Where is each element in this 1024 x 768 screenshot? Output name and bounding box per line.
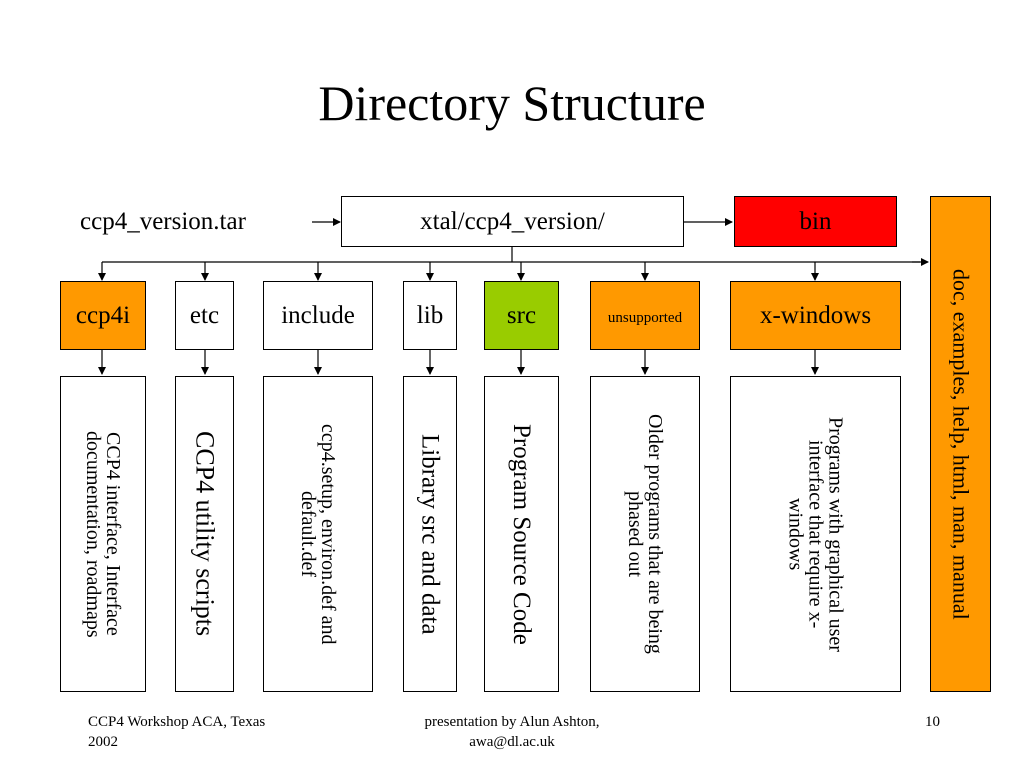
dir-lib-label: lib [416, 301, 444, 329]
root-dir-label: xtal/ccp4_version/ [420, 207, 605, 235]
dir-src-box: src [484, 281, 559, 350]
page-number: 10 [925, 714, 940, 730]
doc-dirs-label: doc, examples, help, html, man, manual [948, 268, 974, 620]
desc-src-text: Program Source Code [508, 423, 535, 645]
dir-unsupported-box: unsupported [590, 281, 700, 350]
footer-center: presentation by Alun Ashton, awa@dl.ac.u… [424, 714, 600, 750]
tar-label: ccp4_version.tar [80, 208, 246, 235]
desc-lib-text: Library src and data [416, 433, 444, 635]
desc-lib-box: Library src and data [403, 376, 457, 692]
dir-include-label: include [281, 301, 355, 329]
bin-box: bin [734, 196, 897, 247]
dir-include-box: include [263, 281, 373, 350]
dir-lib-box: lib [403, 281, 457, 350]
desc-x-windows-box: Programs with graphical user interface t… [730, 376, 901, 692]
desc-etc-text: CCP4 utility scripts [190, 431, 220, 637]
slide-title: Directory Structure [318, 75, 706, 131]
dir-unsupported-label: unsupported [607, 310, 683, 326]
dir-ccp4i-box: ccp4i [60, 281, 146, 350]
desc-ccp4i-text: CCP4 interface, Interface documentation,… [82, 430, 124, 638]
bin-label: bin [799, 207, 832, 235]
dir-ccp4i-label: ccp4i [75, 301, 131, 329]
desc-include-box: ccp4.setup, environ.def and default.def [263, 376, 373, 692]
desc-unsupported-box: Older programs that are being phased out [590, 376, 700, 692]
desc-etc-box: CCP4 utility scripts [175, 376, 234, 692]
dir-src-label: src [506, 301, 537, 329]
desc-unsupported-text: Older programs that are being phased out [624, 414, 666, 654]
desc-ccp4i-box: CCP4 interface, Interface documentation,… [60, 376, 146, 692]
doc-dirs-box: doc, examples, help, html, man, manual [930, 196, 991, 692]
dir-x-windows-label: x-windows [759, 301, 872, 329]
root-dir-box: xtal/ccp4_version/ [341, 196, 684, 247]
footer-left: CCP4 Workshop ACA, Texas 2002 [88, 714, 266, 750]
dir-etc-box: etc [175, 281, 234, 350]
dir-x-windows-box: x-windows [730, 281, 901, 350]
desc-x-windows-text: Programs with graphical user interface t… [784, 416, 847, 652]
dir-etc-label: etc [189, 301, 220, 329]
desc-include-text: ccp4.setup, environ.def and default.def [297, 423, 339, 645]
desc-src-box: Program Source Code [484, 376, 559, 692]
